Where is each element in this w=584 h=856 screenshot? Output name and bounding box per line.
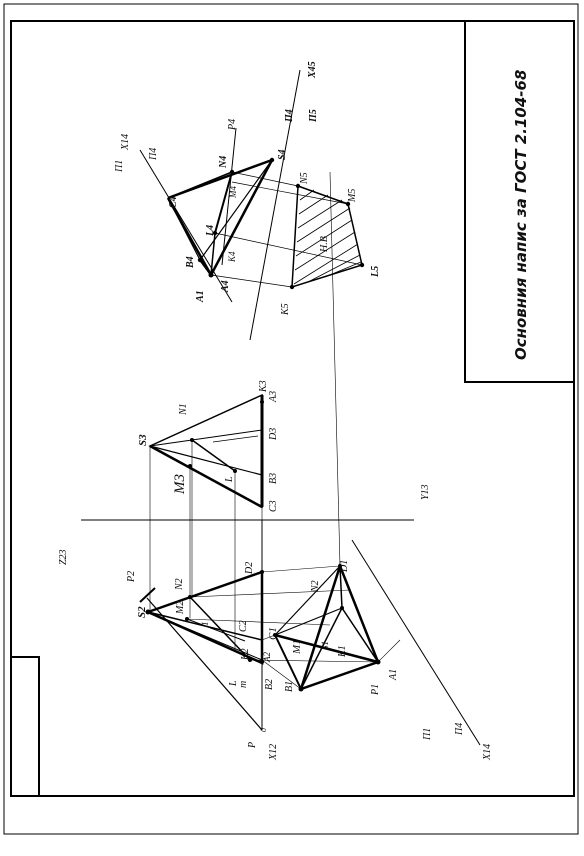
view-pi1-pi2 <box>139 171 481 746</box>
label-c3: C3 <box>268 500 279 512</box>
title-block-text: Основния напис за ГОСТ 2.104-68 <box>512 70 530 360</box>
label-pi1-top: П1 <box>114 160 125 173</box>
axis-x14-top <box>139 149 233 303</box>
label-pi4-bot: П4 <box>454 723 465 736</box>
stamp-box <box>10 656 40 797</box>
label-d3: D3 <box>268 428 279 441</box>
label-zero: 0 <box>259 728 268 732</box>
label-p1: P1 <box>370 684 381 696</box>
label-one: 1 <box>200 622 210 627</box>
label-s3: S3 <box>137 434 149 446</box>
view-pi3 <box>81 393 414 650</box>
label-y13: Y13 <box>420 484 431 500</box>
label-d2: D2 <box>244 562 255 575</box>
label-s2: S2 <box>136 606 148 618</box>
label-a2: A2 <box>262 652 272 663</box>
label-k3: K3 <box>258 380 269 393</box>
label-l4: L4 <box>205 225 216 237</box>
trace-p4 <box>221 127 237 266</box>
label-k2: K2 <box>240 648 251 661</box>
outer-frame <box>3 3 579 835</box>
view-pi4-pi5 <box>139 69 365 341</box>
label-hb: Н.В <box>319 236 330 253</box>
inner-frame <box>10 20 575 797</box>
label-k1: K1 <box>337 645 348 658</box>
label-c2: C2 <box>238 620 249 632</box>
label-n2: N2 <box>174 578 185 591</box>
label-m3: M3 <box>172 474 188 495</box>
label-b1: B1 <box>284 681 295 692</box>
label-p4: P4 <box>227 119 238 131</box>
label-a1-top: A1 <box>195 290 206 303</box>
label-k4: K4 <box>227 251 237 263</box>
label-m4: M4 <box>228 186 238 199</box>
label-m: m <box>238 681 249 688</box>
label-z23: Z23 <box>58 549 69 565</box>
label-b3: B3 <box>268 473 279 484</box>
label-l3: L <box>224 476 235 483</box>
title-block <box>464 20 575 383</box>
label-x45: X45 <box>307 61 318 79</box>
trace-p2-mark <box>139 587 156 603</box>
label-a1-bot: A1 <box>388 669 399 681</box>
label-p: P <box>247 742 258 749</box>
label-c4: C4 <box>168 196 179 208</box>
label-l5: L5 <box>370 266 381 278</box>
label-n1-mid: N1 <box>178 403 189 416</box>
label-d1: D1 <box>339 560 350 573</box>
label-x12: X12 <box>268 744 279 761</box>
labels: S4 N4 M4 L4 K4 A4 B4 C4 A1 N5 M5 L5 K5 Н… <box>58 61 493 761</box>
label-c1: C1 <box>267 627 279 640</box>
label-a3: A3 <box>268 391 279 403</box>
label-s4: S4 <box>277 149 288 160</box>
label-m5: M5 <box>347 189 358 203</box>
label-pi4-b: П4 <box>284 109 295 123</box>
axis-x14-bottom <box>351 539 481 746</box>
label-s1: S1 <box>320 641 330 650</box>
label-x14-top: X14 <box>120 134 131 151</box>
label-n2b: N2 <box>310 580 321 593</box>
label-k5: K5 <box>280 303 291 316</box>
label-x14-bot: X14 <box>482 744 493 761</box>
label-b2: B2 <box>264 679 275 690</box>
label-m2: M2 <box>175 601 186 615</box>
axis-x45 <box>249 69 301 341</box>
label-a4: A4 <box>220 280 231 293</box>
trace-p <box>146 597 263 731</box>
hatching <box>293 189 362 285</box>
label-n4: N4 <box>218 156 229 169</box>
label-pi5: П5 <box>308 109 319 123</box>
label-pi1-bot: П1 <box>422 728 433 741</box>
label-b4: B4 <box>185 256 196 269</box>
label-l2: L <box>228 680 239 687</box>
label-m1: M1 <box>291 639 303 655</box>
label-p2: P2 <box>126 571 137 583</box>
label-n5: N5 <box>299 172 310 185</box>
label-pi4-top: П4 <box>148 148 159 161</box>
